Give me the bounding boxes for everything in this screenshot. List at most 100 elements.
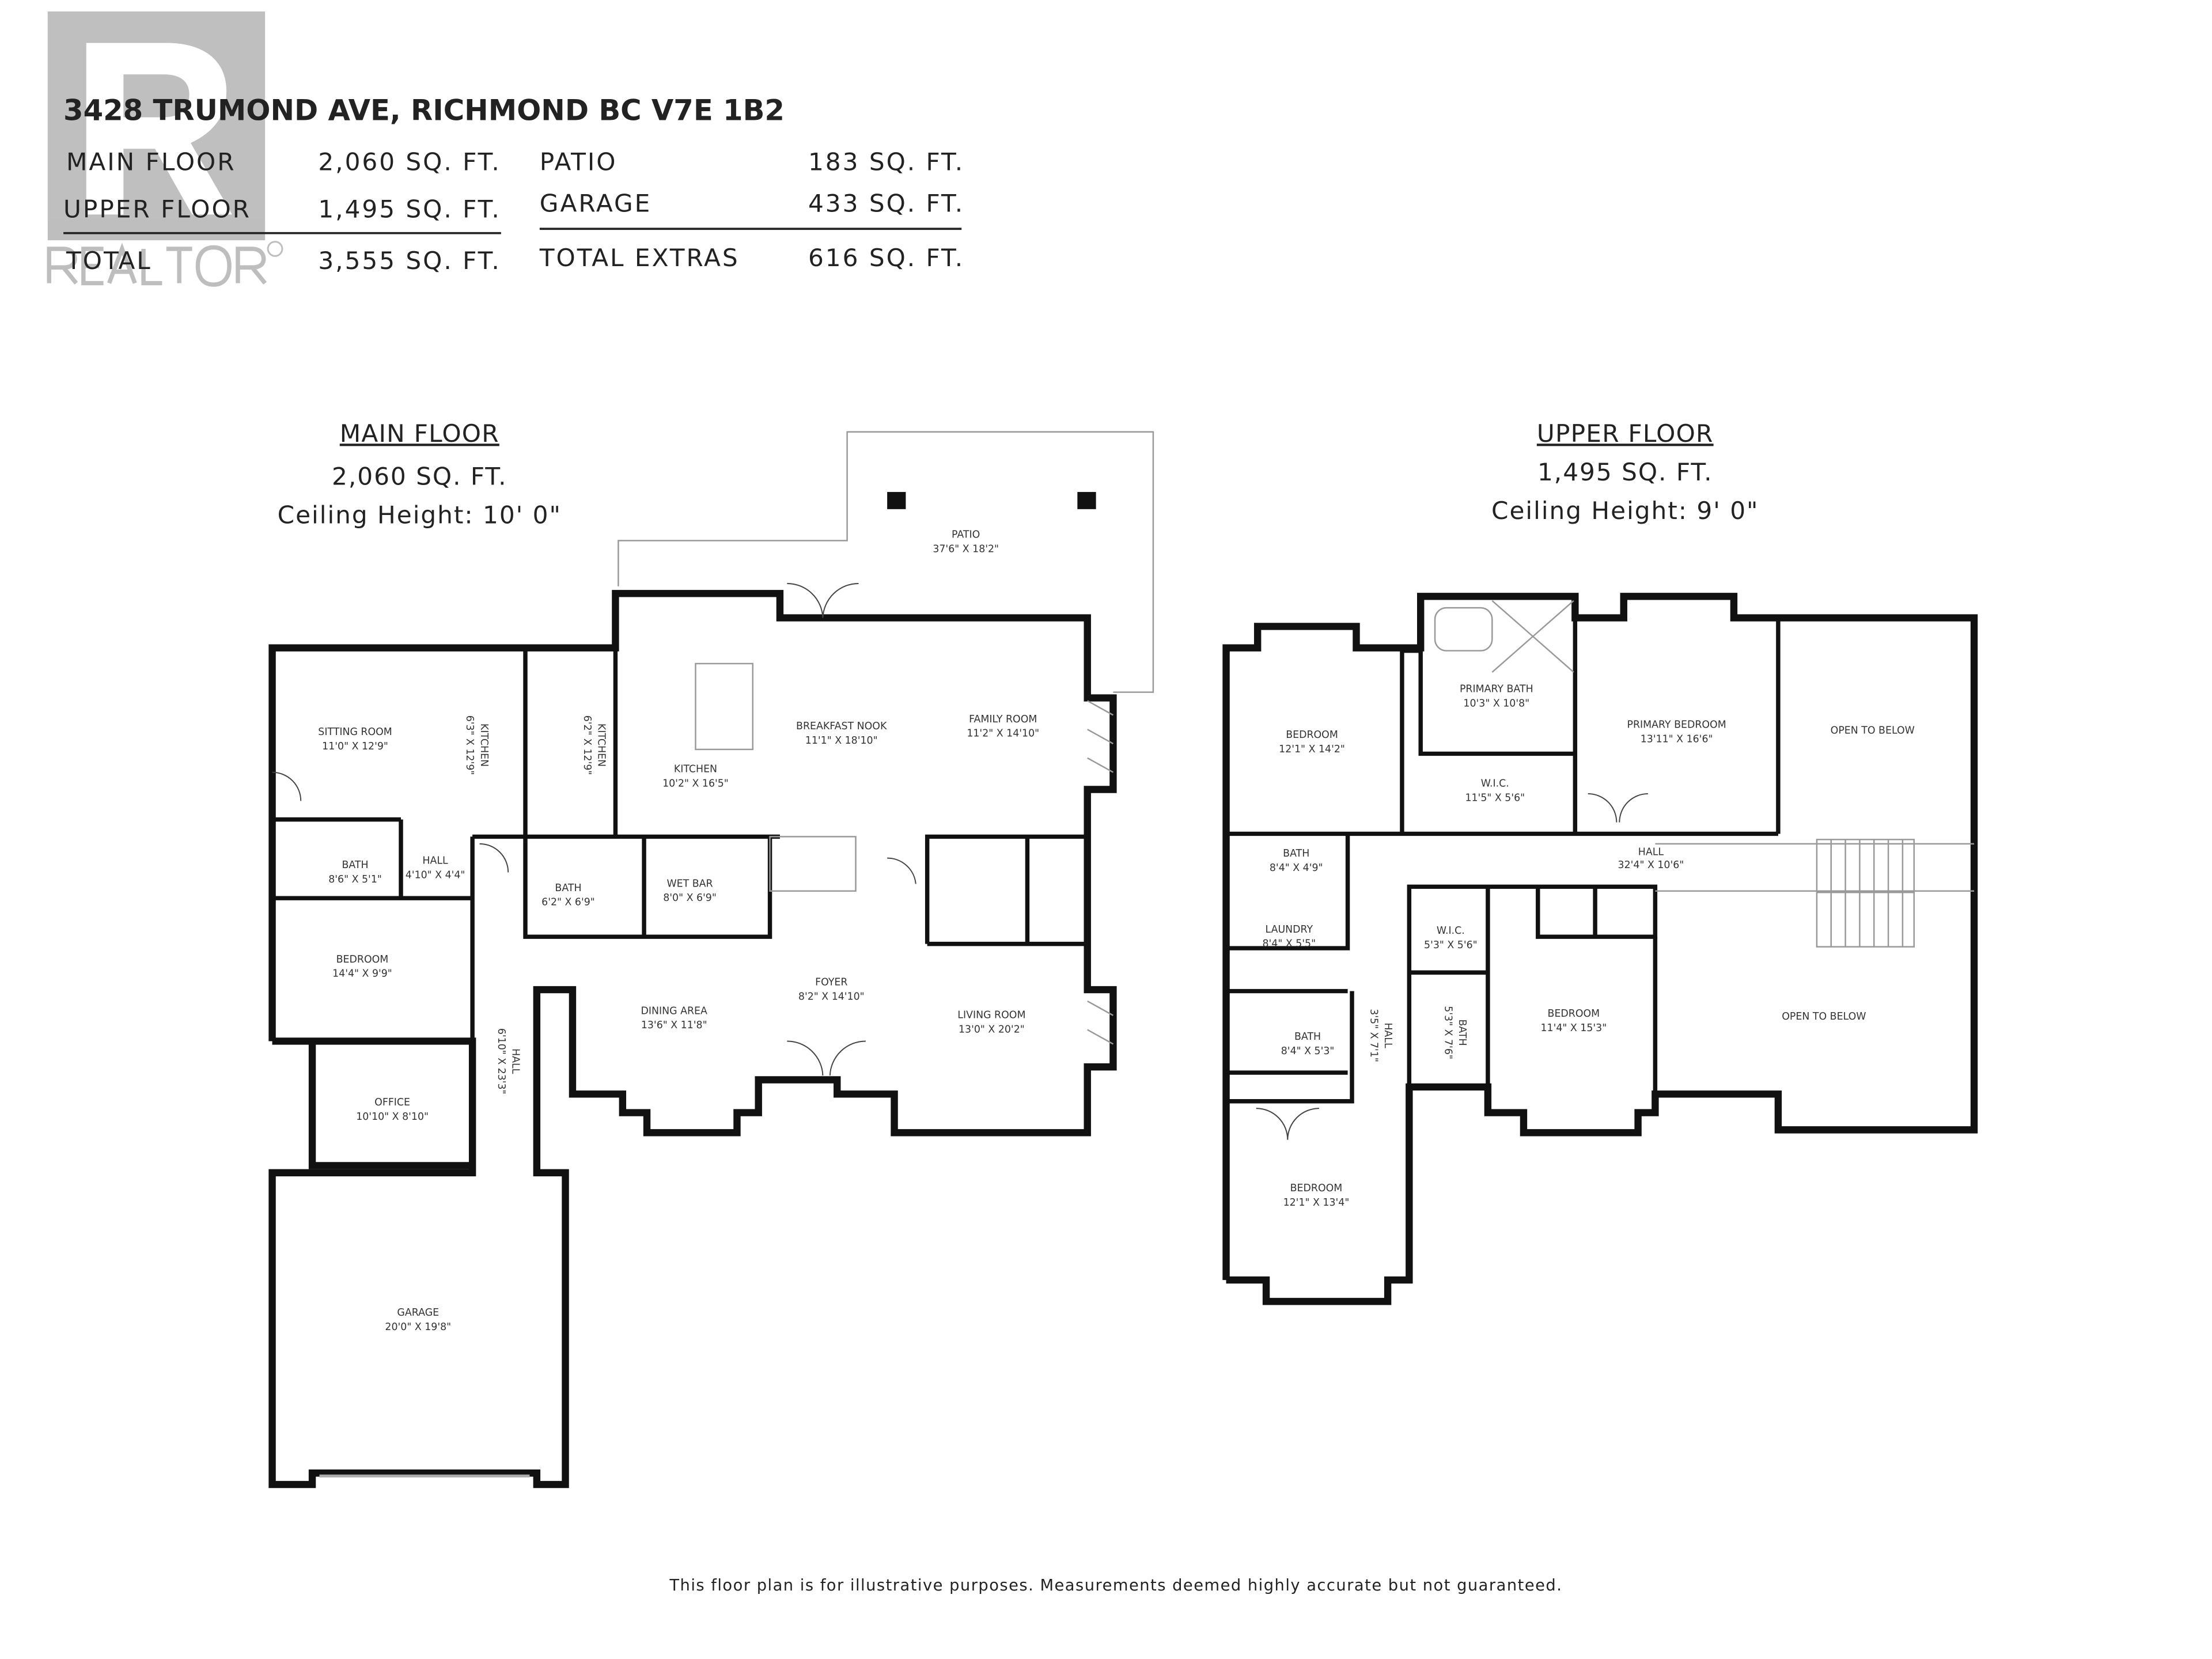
room-name: DINING AREA xyxy=(641,1005,707,1017)
room-dims: 14'4" X 9'9" xyxy=(332,968,392,980)
room-name: BATH xyxy=(342,859,369,871)
main-floor-walls xyxy=(268,590,1117,1488)
room-name: PRIMARY BEDROOM xyxy=(1627,719,1726,731)
room-dims: 8'0" X 6'9" xyxy=(663,892,717,904)
room-name: OFFICE xyxy=(374,1097,410,1108)
room-name: HALL xyxy=(422,855,448,867)
room-name: FOYER xyxy=(815,977,847,988)
property-address: 3428 TRUMOND AVE, RICHMOND BC V7E 1B2 xyxy=(63,94,785,127)
room-dims: 10'2" X 16'5" xyxy=(662,778,729,790)
room-name: PATIO xyxy=(952,529,980,541)
room-name: BEDROOM xyxy=(1286,729,1338,741)
upper-floor-ceiling: Ceiling Height: 9' 0" xyxy=(1491,497,1759,525)
room-dims: 6'10" X 23'3" xyxy=(495,1028,507,1094)
main-floor-ceiling: Ceiling Height: 10' 0" xyxy=(278,501,562,529)
room-name: HALL xyxy=(510,1048,521,1074)
room-name: KITCHEN xyxy=(596,724,607,767)
main-floor-room-labels: PATIO 37'6" X 18'2" SITTING ROOM 11'0" X… xyxy=(318,529,1039,1333)
patio-post xyxy=(1077,492,1096,509)
summary-value: 3,555 SQ. FT. xyxy=(318,247,501,275)
room-name: BATH xyxy=(1294,1031,1321,1043)
room-dims: 37'6" X 18'2" xyxy=(933,543,999,555)
room-dims: 5'3" X 7'6" xyxy=(1442,1006,1453,1059)
room-name: HALL xyxy=(1382,1022,1393,1048)
room-dims: 20'0" X 19'8" xyxy=(385,1321,451,1333)
realtor-watermark-logo xyxy=(47,11,283,287)
upper-floor-room-labels: BEDROOM 12'1" X 14'2" PRIMARY BATH 10'3"… xyxy=(1262,684,1914,1209)
main-floor-plan xyxy=(268,431,1154,1488)
room-name: W.I.C. xyxy=(1481,778,1509,790)
realtor-wordmark xyxy=(47,241,283,287)
summary-value: 183 SQ. FT. xyxy=(808,147,964,176)
summary-value: 433 SQ. FT. xyxy=(808,189,964,217)
summary-label: PATIO xyxy=(540,147,618,176)
room-dims: 12'1" X 13'4" xyxy=(1283,1197,1350,1209)
room-name: PRIMARY BATH xyxy=(1460,684,1533,695)
room-name: GARAGE xyxy=(397,1307,439,1319)
upper-floor-area: 1,495 SQ. FT. xyxy=(1537,458,1713,486)
room-name: BEDROOM xyxy=(1290,1183,1343,1194)
room-dims: 11'0" X 12'9" xyxy=(322,741,388,752)
room-dims: 11'5" X 5'6" xyxy=(1465,792,1525,804)
room-dims: 8'4" X 5'3" xyxy=(1281,1046,1335,1057)
room-name: SITTING ROOM xyxy=(318,726,392,738)
room-dims: 8'4" X 4'9" xyxy=(1270,862,1323,874)
room-name: BATH xyxy=(1283,848,1309,859)
room-name: LIVING ROOM xyxy=(957,1010,1025,1021)
upper-floor-walls xyxy=(1222,593,1978,1305)
room-name: BEDROOM xyxy=(336,954,389,965)
room-name: LAUNDRY xyxy=(1266,924,1313,935)
room-name: HALL xyxy=(1638,847,1664,858)
room-dims: 32'4" X 10'6" xyxy=(1618,859,1684,871)
bathtub xyxy=(1434,607,1493,652)
summary-label: TOTAL xyxy=(66,247,152,275)
summary-label: MAIN FLOOR xyxy=(66,147,236,176)
summary-value: 2,060 SQ. FT. xyxy=(318,147,501,176)
room-name: OPEN TO BELOW xyxy=(1782,1011,1866,1022)
room-name: OPEN TO BELOW xyxy=(1831,725,1915,737)
room-name: FAMILY ROOM xyxy=(969,714,1037,725)
main-floor-title: MAIN FLOOR xyxy=(340,419,499,448)
room-dims: 5'3" X 5'6" xyxy=(1424,940,1478,951)
room-dims: 11'2" X 14'10" xyxy=(967,728,1039,740)
room-dims: 10'10" X 8'10" xyxy=(356,1111,429,1123)
summary-label: TOTAL EXTRAS xyxy=(539,244,740,272)
room-name: BEDROOM xyxy=(1548,1008,1600,1020)
room-dims: 6'2" X 6'9" xyxy=(541,897,595,908)
stairs-down xyxy=(769,836,857,892)
room-dims: 13'6" X 11'8" xyxy=(641,1020,707,1031)
room-dims: 8'6" X 5'1" xyxy=(328,874,382,885)
summary-value: 616 SQ. FT. xyxy=(808,244,964,272)
room-dims: 13'0" X 20'2" xyxy=(959,1024,1025,1036)
room-dims: 6'2" X 12'9" xyxy=(581,715,593,775)
upper-floor-title: UPPER FLOOR xyxy=(1537,419,1714,448)
main-floor-area: 2,060 SQ. FT. xyxy=(332,463,507,491)
room-name: W.I.C. xyxy=(1437,925,1465,937)
header-summary: 3428 TRUMOND AVE, RICHMOND BC V7E 1B2 MA… xyxy=(63,94,964,275)
room-name: BATH xyxy=(555,882,581,894)
patio-post xyxy=(887,492,906,509)
realtor-r-mark xyxy=(47,11,266,241)
upper-floor-plan xyxy=(1222,593,1978,1305)
summary-label: UPPER FLOOR xyxy=(63,195,251,223)
room-name: KITCHEN xyxy=(674,764,717,775)
room-name: KITCHEN xyxy=(478,724,490,767)
stairs xyxy=(1655,839,1975,948)
patio-outline xyxy=(618,431,1154,693)
room-dims: 13'11" X 16'6" xyxy=(1641,734,1713,745)
room-dims: 11'4" X 15'3" xyxy=(1541,1022,1607,1034)
room-dims: 11'1" X 18'10" xyxy=(805,735,878,747)
room-name: BATH xyxy=(1456,1020,1468,1046)
summary-value: 1,495 SQ. FT. xyxy=(318,195,501,223)
shower xyxy=(1491,600,1574,673)
room-dims: 6'3" X 12'9" xyxy=(464,715,475,775)
room-dims: 10'3" X 10'8" xyxy=(1463,698,1529,709)
summary-label: GARAGE xyxy=(540,189,652,217)
room-dims: 8'4" X 5'5" xyxy=(1262,938,1316,950)
room-dims: 4'10" X 4'4" xyxy=(406,869,465,881)
room-name: WET BAR xyxy=(666,878,713,889)
room-dims: 12'1" X 14'2" xyxy=(1279,744,1345,755)
disclaimer: This floor plan is for illustrative purp… xyxy=(669,1577,1562,1594)
kitchen-island xyxy=(695,662,754,751)
